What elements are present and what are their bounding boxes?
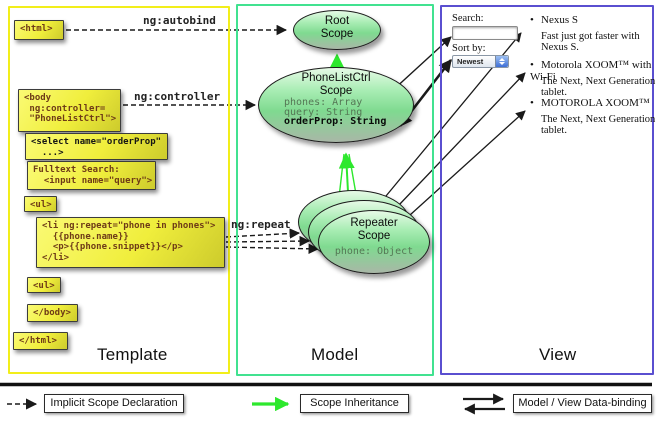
list-item-desc: The Next, Next Generation tablet. [541, 76, 656, 98]
code-box-li-repeat: <li ng:repeat="phone in phones"> {{phone… [36, 217, 225, 268]
list-item-desc: Fast just got faster with Nexus S. [541, 31, 640, 53]
phonelistctrl-scope-properties: phones: Array query: String orderProp: S… [284, 98, 386, 127]
bullet-icon: • [530, 14, 534, 26]
search-input [452, 26, 518, 40]
template-column-label: Template [97, 345, 168, 364]
code-box-ul-close: <ul> [27, 277, 61, 293]
prop-orderprop: orderProp: String [284, 116, 387, 127]
code-box-body-close: </body> [27, 304, 78, 322]
bullet-icon: • [530, 97, 534, 109]
phonelistctrl-scope-title: PhoneListCtrl Scope [301, 72, 371, 97]
code-box-ul-open: <ul> [24, 196, 57, 212]
prop-phones: phones: Array [284, 97, 363, 108]
repeater-scope-title: Repeater Scope [350, 217, 398, 242]
phonelistctrl-scope-ellipse [258, 67, 414, 143]
prop-query: query: String [284, 106, 363, 118]
code-box-select: <select name="orderProp" ...> [25, 133, 168, 160]
ng-controller-label: ng:controller [134, 90, 221, 103]
model-column-label: Model [311, 345, 359, 364]
repeater-scope-ellipse-front [318, 210, 430, 274]
view-column [440, 5, 654, 375]
repeater-scope-property: phone: Object [334, 246, 414, 257]
bullet-icon: • [530, 59, 534, 71]
list-item-desc: The Next, Next Generation tablet. [541, 114, 656, 136]
legend-implicit-scope-declaration: Implicit Scope Declaration [44, 394, 184, 413]
item-2-title: Motorola XOOM™ with Wi-Fi [530, 59, 652, 83]
list-item-title: •Motorola XOOM™ with Wi-Fi [530, 59, 660, 83]
sort-dropdown-value: Newest [457, 57, 484, 66]
sort-by-label: Sort by: [452, 43, 486, 54]
item-1-title: Nexus S [541, 14, 578, 26]
ng-repeat-label: ng:repeat [231, 218, 291, 231]
code-box-html-open: <html> [14, 20, 64, 40]
code-box-fulltext-search: Fulltext Search: <input name="query"> [27, 161, 156, 190]
ng-autobind-label: ng:autobind [143, 14, 216, 27]
root-scope-ellipse [293, 10, 381, 50]
root-scope-title: Root Scope [320, 15, 354, 40]
view-column-label: View [539, 345, 577, 364]
model-column [236, 4, 434, 376]
legend-model-view-databinding: Model / View Data-binding [513, 394, 652, 413]
code-box-html-close: </html> [13, 332, 68, 350]
template-column [8, 6, 230, 374]
dropdown-stepper-icon [495, 56, 508, 67]
code-box-body-open: <body ng:controller= "PhoneListCtrl"> [18, 89, 121, 132]
list-item-title: • MOTOROLA XOOM™ [530, 97, 650, 109]
search-label: Search: [452, 13, 484, 24]
list-item-title: • Nexus S [530, 14, 578, 26]
sort-dropdown: Newest [452, 55, 509, 68]
item-3-title: MOTOROLA XOOM™ [541, 97, 650, 109]
legend-scope-inheritance: Scope Inheritance [300, 394, 409, 413]
